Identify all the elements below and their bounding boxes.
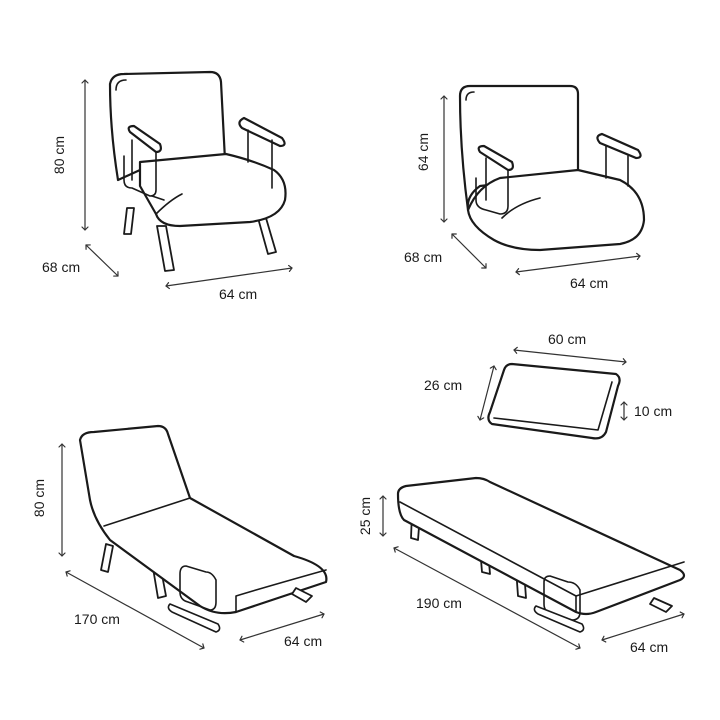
low-height-label: 64 cm: [415, 133, 431, 171]
low-depth-label: 68 cm: [404, 249, 442, 265]
bed-width-label: 64 cm: [630, 639, 668, 655]
back-right-leg: [257, 217, 277, 255]
low-width-label: 64 cm: [570, 275, 608, 291]
armchair-drawing: [108, 70, 287, 272]
lounger-height-label: 80 cm: [31, 479, 47, 517]
right-armrest-frame: [247, 129, 273, 189]
bed-front-leg: [649, 597, 673, 613]
pillow-dimensions: 60 cm 26 cm 10 cm: [424, 331, 672, 421]
pillow-width-line: [477, 365, 497, 421]
low-right-armrest-pad: [596, 132, 642, 160]
pillow-length-line: [513, 346, 627, 366]
armchair-depth-line: [85, 244, 119, 277]
lounger-front-leg: [291, 587, 313, 603]
pillow-drawing: [487, 362, 621, 440]
lounger-width-label: 64 cm: [284, 633, 322, 649]
low-backrest: [458, 84, 580, 212]
armchair-width-label: 64 cm: [219, 286, 257, 302]
low-seat-curve: [501, 197, 541, 219]
pillow-width-label: 26 cm: [424, 377, 462, 393]
lounger-edge: [235, 569, 327, 613]
lounger-body: [78, 424, 328, 615]
low-backrest-inner: [465, 91, 475, 101]
armchair-seat: [138, 152, 287, 228]
lounger-back-leg: [100, 543, 114, 573]
lounger-seat-crease: [103, 497, 191, 527]
armchair-low-dimensions: 64 cm 68 cm 64 cm: [404, 95, 641, 291]
bed-dimensions: 25 cm 190 cm 64 cm: [357, 495, 685, 655]
pillow-thickness-label: 10 cm: [634, 403, 672, 419]
low-depth-line: [451, 233, 487, 269]
right-armrest-pad: [238, 116, 286, 148]
pillow-length-label: 60 cm: [548, 331, 586, 347]
armchair-dimensions: 80 cm 68 cm 64 cm: [42, 79, 293, 302]
armrest-bottom: [151, 195, 165, 201]
bed-height-label: 25 cm: [357, 497, 373, 535]
low-left-armrest-frame: [475, 169, 509, 215]
bed-width-line: [601, 611, 685, 643]
pillow-edge: [493, 381, 613, 431]
left-armrest-pad: [127, 124, 162, 154]
backrest-inner-line: [115, 79, 127, 91]
armchair-width-line: [165, 264, 293, 290]
low-seat-base: [466, 168, 646, 252]
bed-length-label: 190 cm: [416, 595, 462, 611]
lounger-width-line: [239, 611, 325, 643]
lounger-length-line: [65, 570, 205, 650]
armchair-backrest: [108, 70, 227, 182]
lounger-length-label: 170 cm: [74, 611, 120, 627]
low-right-armrest-frame: [605, 145, 629, 187]
armchair-depth-label: 68 cm: [42, 259, 80, 275]
low-left-armrest-pad: [477, 144, 514, 172]
armchair-low-drawing: [458, 84, 646, 252]
front-left-leg: [156, 225, 175, 272]
bed-mattress: [396, 476, 686, 616]
pillow-shape: [487, 362, 621, 440]
armchair-height-label: 80 cm: [51, 136, 67, 174]
seat-curve: [155, 193, 183, 215]
lounger-drawing: [78, 424, 328, 633]
left-armrest-frame: [123, 151, 157, 197]
low-width-line: [515, 252, 641, 276]
lounger-dimensions: 80 cm 170 cm 64 cm: [31, 443, 325, 650]
back-left-leg: [123, 207, 135, 235]
bed-length-line: [393, 546, 581, 650]
